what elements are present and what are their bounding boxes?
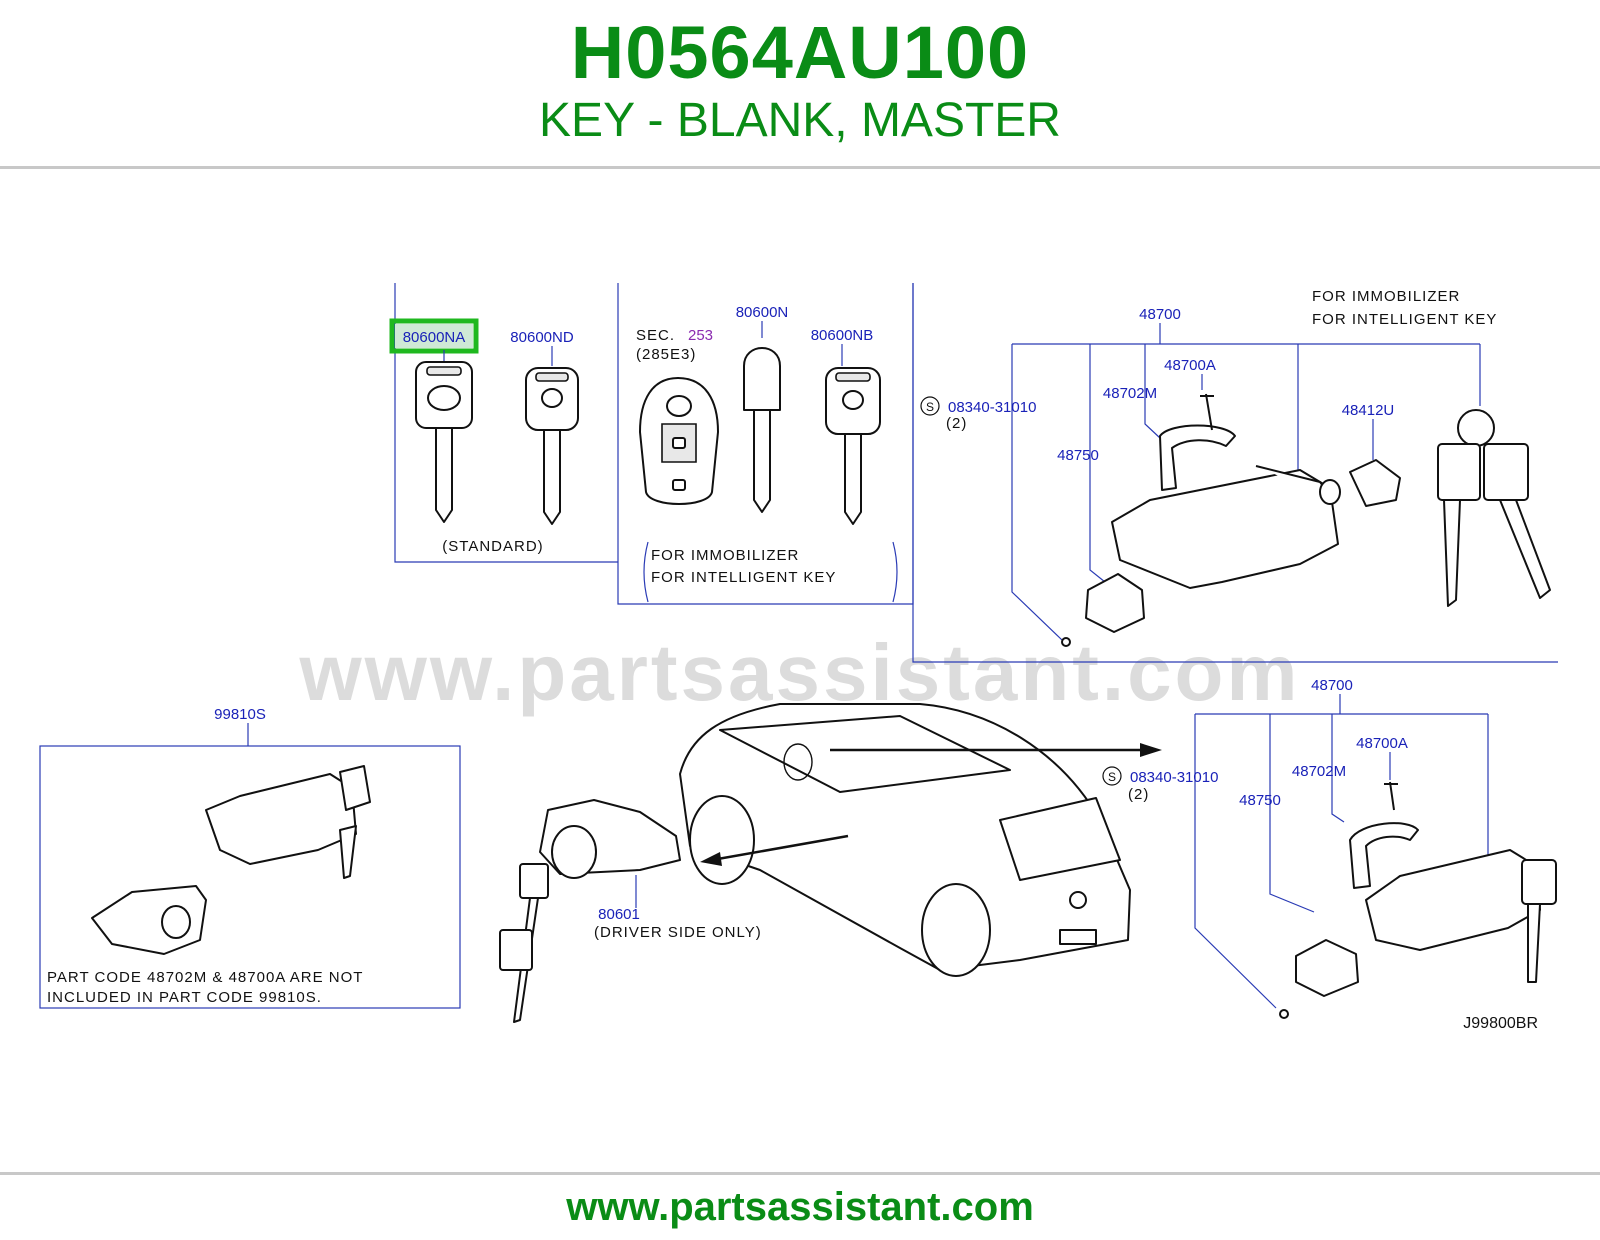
highlight-fill xyxy=(395,324,473,348)
wheel-icon xyxy=(689,795,755,885)
door-lock-80601: 80601 (DRIVER SIDE ONLY) xyxy=(499,799,762,1023)
label-80600N[interactable]: 80600N xyxy=(736,304,789,321)
label-48702M-bottom[interactable]: 48702M xyxy=(1292,763,1346,780)
bolt-icon xyxy=(1200,393,1214,431)
ignition-location-icon xyxy=(783,743,813,781)
parts-diagram: www.partsassistant.com 80600NA 80600ND (… xyxy=(0,170,1600,1170)
label-sec-code: (285E3) xyxy=(636,346,696,363)
car-body-icon xyxy=(679,703,1131,971)
arrow-to-door-lock xyxy=(700,834,849,866)
label-driver-side-only: (DRIVER SIDE ONLY) xyxy=(594,924,762,941)
label-80600NA[interactable]: 80600NA xyxy=(403,329,466,346)
label-80600NB[interactable]: 80600NB xyxy=(811,327,874,344)
label-48750-bottom[interactable]: 48750 xyxy=(1239,792,1281,809)
unlock-icon xyxy=(672,479,686,491)
switch-icon xyxy=(1085,573,1145,633)
label-top-for-immobilizer: FOR IMMOBILIZER xyxy=(1312,288,1460,305)
label-48702M-top[interactable]: 48702M xyxy=(1103,385,1157,402)
frame-standard-keys xyxy=(394,283,618,563)
license-plate-icon xyxy=(1059,929,1097,945)
label-for-intelligent-key: FOR INTELLIGENT KEY xyxy=(651,569,836,586)
key-head-icon xyxy=(1521,859,1557,905)
collar-icon xyxy=(1349,822,1419,889)
label-48750-top[interactable]: 48750 xyxy=(1057,447,1099,464)
label-screw-code-top[interactable]: 08340-31010 xyxy=(948,399,1036,416)
label-80601[interactable]: 80601 xyxy=(598,906,640,923)
lock-icon xyxy=(672,437,686,449)
label-kit-note-1: PART CODE 48702M & 48700A ARE NOT xyxy=(47,969,363,986)
emblem-icon xyxy=(1069,891,1087,909)
label-99810S[interactable]: 99810S xyxy=(214,706,266,723)
label-80600ND[interactable]: 80600ND xyxy=(510,329,574,346)
key-80600ND[interactable]: 80600ND xyxy=(510,329,579,525)
key-ring-icon xyxy=(1457,409,1495,447)
car-window-icon xyxy=(719,715,1011,793)
label-48700-bottom[interactable]: 48700 xyxy=(1311,677,1353,694)
page-header: H0564AU100 KEY - BLANK, MASTER xyxy=(0,0,1600,168)
label-sec-number[interactable]: 253 xyxy=(688,327,713,344)
vehicle-illustration xyxy=(679,703,1131,977)
label-screw-qty-top: (2) xyxy=(946,415,967,432)
ignition-set-top: 48700 FOR IMMOBILIZER FOR INTELLIGENT KE… xyxy=(920,288,1551,647)
kit-lock-icon xyxy=(205,773,357,865)
label-screw-s-top: S xyxy=(926,400,934,414)
label-standard: (STANDARD) xyxy=(442,538,543,555)
label-48700A-bottom[interactable]: 48700A xyxy=(1356,735,1408,752)
label-48412U[interactable]: 48412U xyxy=(1342,402,1395,419)
key-head-icon xyxy=(499,929,533,971)
frame-ignition-top xyxy=(912,283,1558,663)
screw-symbol-icon xyxy=(1102,766,1122,786)
part-number-title: H0564AU100 xyxy=(570,11,1030,94)
footer-url-link[interactable]: www.partsassistant.com xyxy=(566,1185,1034,1229)
lock-body-icon xyxy=(1111,469,1339,589)
screw-icon xyxy=(1061,637,1071,647)
label-screw-s-bottom: S xyxy=(1108,770,1116,784)
key-head-icon xyxy=(1437,443,1481,501)
label-sec: SEC. xyxy=(636,327,675,344)
arrow-to-ignition-set xyxy=(830,743,1162,757)
key-head-icon xyxy=(519,863,549,899)
kit-99810S: 99810S PART CODE 48702M & 48700A ARE NOT… xyxy=(39,706,461,1009)
wheel-icon xyxy=(921,883,991,977)
label-top-for-intelligent-key: FOR INTELLIGENT KEY xyxy=(1312,311,1497,328)
intelligent-key-fob[interactable]: SEC. 253 (285E3) xyxy=(636,327,719,505)
label-for-immobilizer: FOR IMMOBILIZER xyxy=(651,547,799,564)
lock-body-icon xyxy=(1365,849,1541,951)
label-screw-qty-bottom: (2) xyxy=(1128,786,1149,803)
switch-icon xyxy=(1295,939,1359,997)
label-48700-top[interactable]: 48700 xyxy=(1139,306,1181,323)
header-divider xyxy=(0,166,1600,169)
part-description: KEY - BLANK, MASTER xyxy=(539,94,1061,147)
collar-icon xyxy=(1159,424,1236,491)
label-kit-note-2: INCLUDED IN PART CODE 99810S. xyxy=(47,989,322,1006)
key-80600NB[interactable]: 80600NB xyxy=(811,327,881,525)
screw-symbol-icon xyxy=(920,396,940,416)
cylinder-icon xyxy=(1349,459,1401,507)
key-80600N[interactable]: 80600N xyxy=(736,304,789,513)
screw-icon xyxy=(1279,1009,1289,1019)
key-head-icon xyxy=(1483,443,1529,501)
ignition-set-bottom: 48700 48700A 48702M 48750 S 08340-31010 … xyxy=(1102,677,1557,1032)
car-rear-window-icon xyxy=(999,797,1121,881)
key-head-icon xyxy=(743,347,781,411)
kit-box xyxy=(39,745,461,1009)
footer-divider xyxy=(0,1172,1600,1175)
bolt-icon xyxy=(1384,781,1398,811)
label-48700A-top[interactable]: 48700A xyxy=(1164,357,1216,374)
parts-diagram-canvas: www.partsassistant.com 80600NA 80600ND (… xyxy=(39,283,1558,1032)
watermark-text: www.partsassistant.com xyxy=(298,628,1300,717)
label-screw-code-bottom[interactable]: 08340-31010 xyxy=(1130,769,1218,786)
highlight-box xyxy=(389,318,479,354)
key-80600NA[interactable]: 80600NA xyxy=(389,318,479,523)
label-diagram-code: J99800BR xyxy=(1463,1015,1538,1032)
